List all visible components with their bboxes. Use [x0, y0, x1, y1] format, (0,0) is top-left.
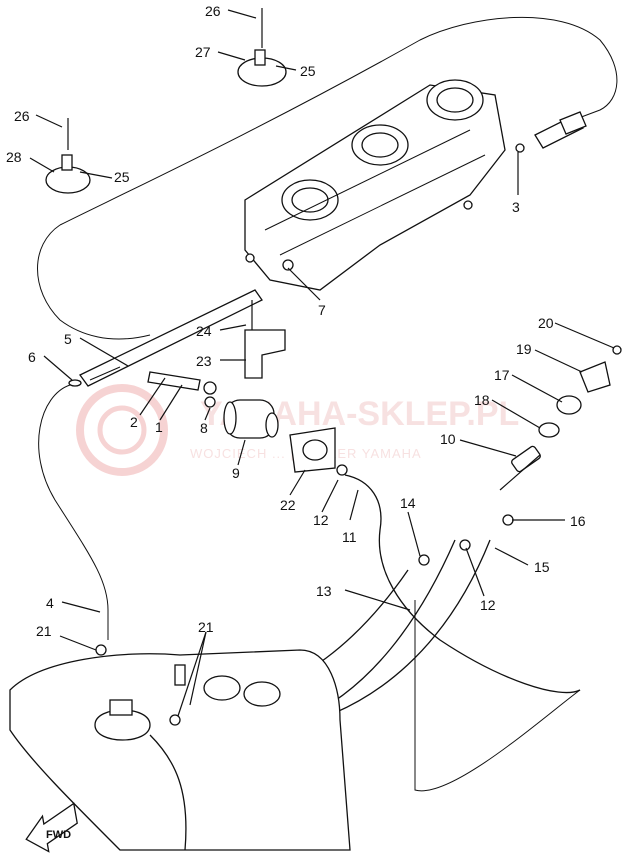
- callout-5: 5: [64, 331, 72, 347]
- callout-27: 27: [195, 44, 211, 60]
- throttle-cable: [79, 289, 263, 395]
- fuel-filter-assembly: [204, 300, 348, 476]
- clamp-28: [45, 118, 91, 194]
- throttle-body-assembly: [244, 79, 506, 291]
- callout-17: 17: [494, 367, 510, 383]
- fuel-tank: [9, 644, 351, 851]
- cable-loop-left: [37, 224, 151, 340]
- callout-labels: 26 27 25 26 28 25 3 7 24 23 5 6 2 1 8 9 …: [6, 3, 586, 639]
- callout-26a: 26: [205, 3, 221, 19]
- callout-28: 28: [6, 149, 22, 165]
- callout-3: 3: [512, 199, 520, 215]
- callout-16: 16: [570, 513, 586, 529]
- callout-11: 11: [342, 529, 357, 545]
- callout-14: 14: [400, 495, 416, 511]
- callout-24: 24: [196, 323, 212, 339]
- callout-4: 4: [46, 595, 54, 611]
- callout-19: 19: [516, 341, 532, 357]
- callout-26b: 26: [14, 108, 30, 124]
- callout-25b: 25: [114, 169, 130, 185]
- watermark-logo-inner: [97, 405, 147, 455]
- hose-11: [344, 474, 581, 694]
- callout-8: 8: [200, 420, 208, 436]
- callout-10: 10: [440, 431, 456, 447]
- washer-6: [68, 379, 82, 387]
- leader-lines: [29, 9, 615, 717]
- callout-7: 7: [318, 302, 326, 318]
- callout-22: 22: [280, 497, 296, 513]
- callout-21b: 21: [198, 619, 214, 635]
- fuel-sender-parts: [418, 345, 622, 566]
- watermark-logo-ring: [76, 384, 168, 476]
- fwd-label: FWD: [46, 829, 71, 841]
- callout-1: 1: [155, 419, 163, 435]
- callout-9: 9: [232, 465, 240, 481]
- callout-13: 13: [316, 583, 332, 599]
- callout-25a: 25: [300, 63, 316, 79]
- callout-20: 20: [538, 315, 554, 331]
- fwd-arrow: FWD: [25, 802, 78, 853]
- callout-23: 23: [196, 353, 212, 369]
- callout-18: 18: [474, 392, 490, 408]
- callout-6: 6: [28, 349, 36, 365]
- callout-12b: 12: [480, 597, 496, 613]
- callout-15: 15: [534, 559, 550, 575]
- cable-end-right: [515, 111, 587, 153]
- cable-loop-outline: [59, 16, 618, 226]
- clamp-27: [237, 8, 287, 87]
- callout-12a: 12: [313, 512, 329, 528]
- hose-loop-right: [414, 600, 581, 792]
- cable-loop-lower: [38, 384, 109, 640]
- callout-2: 2: [130, 414, 138, 430]
- callout-21a: 21: [36, 623, 52, 639]
